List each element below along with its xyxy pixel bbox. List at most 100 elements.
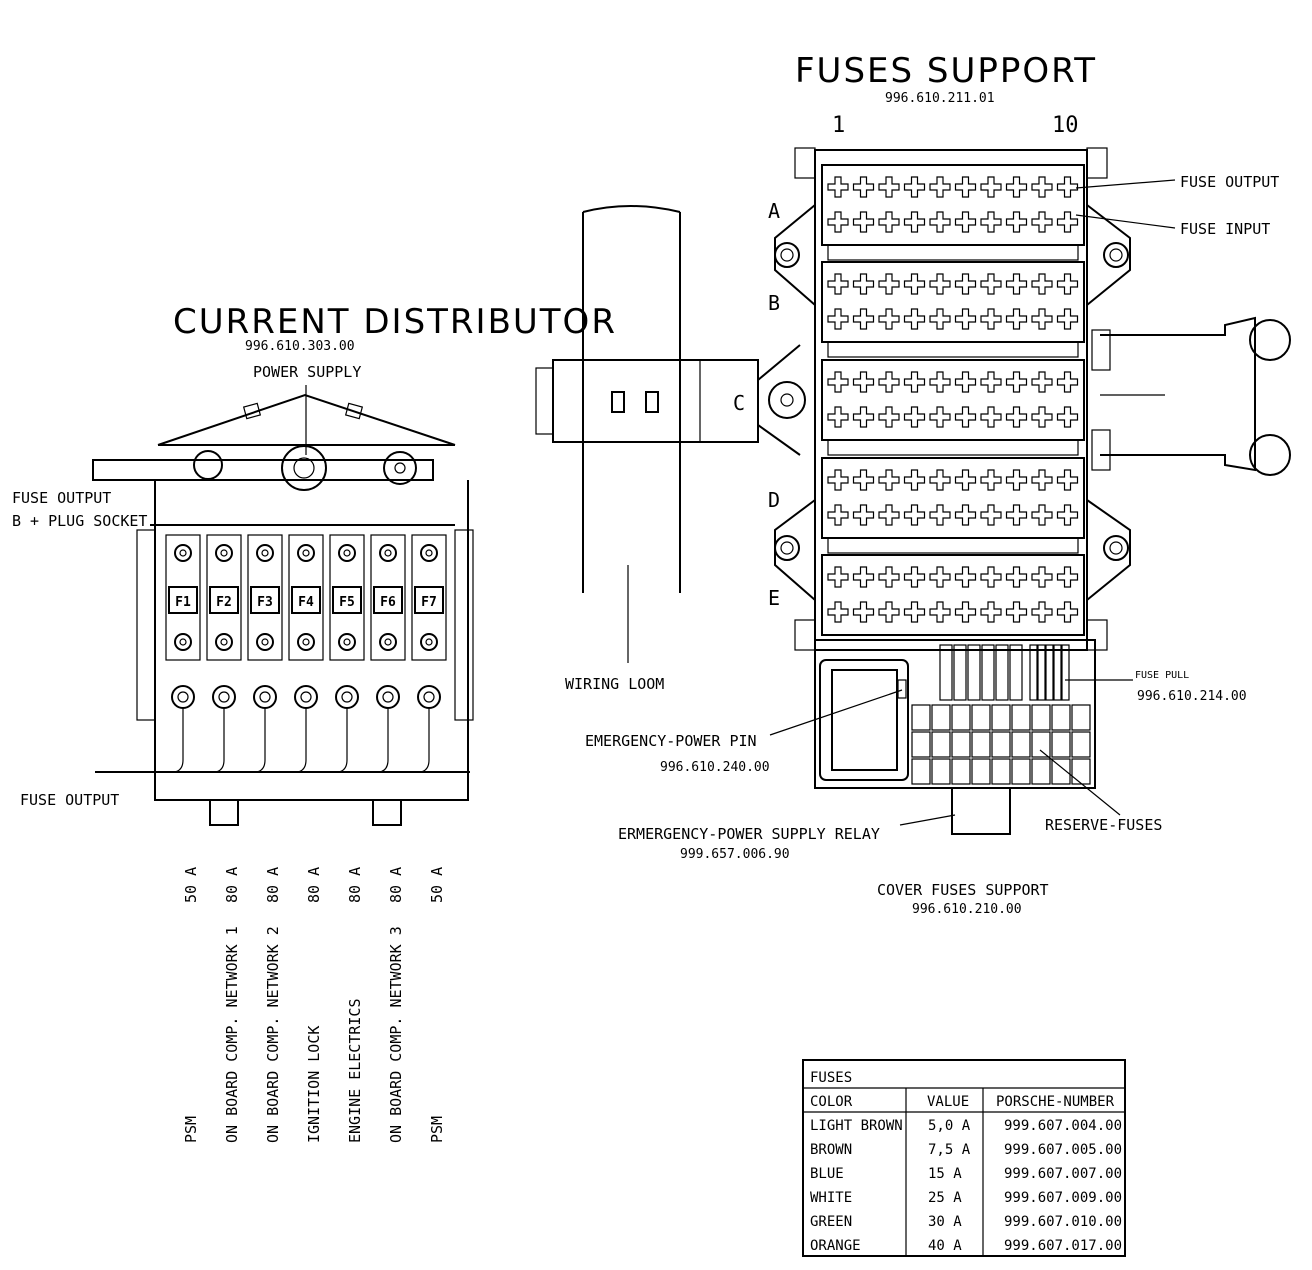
leader-line	[899, 814, 956, 826]
table-cell-number: 999.607.017.00	[1004, 1238, 1122, 1254]
reserve-fuses-grid	[911, 644, 1091, 785]
supply-cable	[92, 459, 434, 481]
fuse-bolt-center	[425, 638, 433, 646]
fuse-slot	[1056, 566, 1079, 588]
fuse-slot	[852, 211, 875, 233]
fuse-label-plate	[332, 586, 362, 614]
fuse-bolt-center	[384, 638, 392, 646]
power-supply-label: POWER SUPPLY	[253, 363, 361, 381]
fuse-slot	[1031, 273, 1053, 295]
fuse-output-eye-center	[177, 691, 189, 703]
fuses-support-housing	[814, 149, 1088, 651]
fuse-caption-rating: 80 A	[223, 867, 241, 903]
fuse-slot	[827, 406, 849, 428]
fuse-output-eye-center	[382, 691, 394, 703]
fuse-output-eye	[294, 685, 318, 709]
fuse-bolt-center	[261, 549, 269, 557]
fuse-pull-slot	[1037, 644, 1046, 701]
fuse-bolt	[215, 633, 233, 651]
relay-label: ERMERGENCY-POWER SUPPLY RELAY	[618, 825, 880, 843]
fuse-body	[288, 534, 324, 661]
row-label-d: D	[768, 488, 780, 512]
fuse-slot	[1031, 308, 1053, 330]
row-label-e: E	[768, 586, 780, 610]
reserve-fuse	[951, 731, 971, 758]
fuse-output-bottom-label: FUSE OUTPUT	[20, 791, 119, 809]
fuse-slot	[929, 371, 951, 393]
housing-tab	[794, 619, 816, 651]
fuse-slot	[852, 504, 875, 526]
fuse-slot	[1031, 469, 1053, 491]
fuse-output-wire	[379, 708, 389, 773]
fuse-slot	[1056, 406, 1079, 428]
housing-tab	[794, 147, 816, 179]
fuse-slot	[980, 273, 1002, 295]
fuse-output-top-label: FUSE OUTPUT	[12, 489, 111, 507]
reserve-fuse	[1031, 731, 1051, 758]
clip	[242, 402, 262, 420]
fuse-output-wire	[297, 708, 307, 773]
fuse-slot	[1005, 566, 1028, 588]
fuse-caption-rating: 80 A	[346, 867, 364, 903]
fuse-slot	[929, 176, 951, 198]
table-cell-value: 40 A	[928, 1238, 962, 1254]
clip	[1091, 329, 1111, 371]
fuse-slot	[903, 371, 926, 393]
fuse-slot	[954, 211, 977, 233]
row-label-c: C	[733, 391, 745, 415]
fuse-slot	[1005, 308, 1028, 330]
fuse-slot	[1031, 211, 1053, 233]
fuse-slot	[954, 566, 977, 588]
fuse-output-eye-center	[259, 691, 271, 703]
fuse-bolt-center	[302, 549, 310, 557]
connector-slot	[611, 391, 625, 413]
connector-roller	[1249, 434, 1291, 476]
fuse-bolt	[256, 633, 274, 651]
row-label-b: B	[768, 291, 780, 315]
fuse-slot	[929, 504, 951, 526]
fuse-bolt-center	[425, 549, 433, 557]
fuse-caption-rating: 80 A	[387, 867, 405, 903]
fuse-slot	[1031, 601, 1053, 623]
fuse-slot	[980, 406, 1002, 428]
fuse-slot	[980, 176, 1002, 198]
fuse-bolt-center	[220, 549, 228, 557]
reserve-fuse	[971, 731, 991, 758]
fuse-bolt-center	[261, 638, 269, 646]
column-start-label: 1	[832, 113, 845, 138]
fuse-slot	[1056, 371, 1079, 393]
wiring-loom-top	[582, 205, 681, 213]
fuse-output-label: FUSE OUTPUT	[1180, 173, 1279, 191]
power-supply-nut	[293, 457, 315, 479]
power-supply-terminal	[281, 445, 327, 491]
fuse-slot	[1031, 504, 1053, 526]
fuse-output-eye-center	[341, 691, 353, 703]
fuse-pull-number: 996.610.214.00	[1137, 689, 1247, 704]
fuse-slot	[929, 566, 951, 588]
fuse-slot	[903, 601, 926, 623]
fuse-bolt	[215, 544, 233, 562]
fuse-pull-slot	[1061, 644, 1070, 701]
cover-compartment	[819, 659, 909, 781]
mount-foot	[372, 799, 402, 826]
fuse-slot	[980, 308, 1002, 330]
fuse-label-plate	[373, 586, 403, 614]
fuse-slot	[1056, 601, 1079, 623]
reserve-fuse	[971, 704, 991, 731]
fuse-id-5: F5	[339, 595, 355, 610]
reserve-fuse	[931, 758, 951, 785]
reserve-fuse	[931, 704, 951, 731]
mounting-ear-right	[1086, 499, 1131, 601]
fuse-label-plate	[250, 586, 280, 614]
wiring-loom-body	[582, 212, 681, 593]
reserve-fuse	[1051, 758, 1071, 785]
fuse-slot	[903, 469, 926, 491]
reserve-fuse	[1011, 704, 1031, 731]
fuse-pull-slot	[1045, 644, 1054, 701]
fuse-slot	[827, 273, 849, 295]
fuse-slot	[827, 176, 849, 198]
table-cell-number: 999.607.007.00	[1004, 1166, 1122, 1182]
fuse-caption-name: PSM	[428, 1116, 446, 1143]
